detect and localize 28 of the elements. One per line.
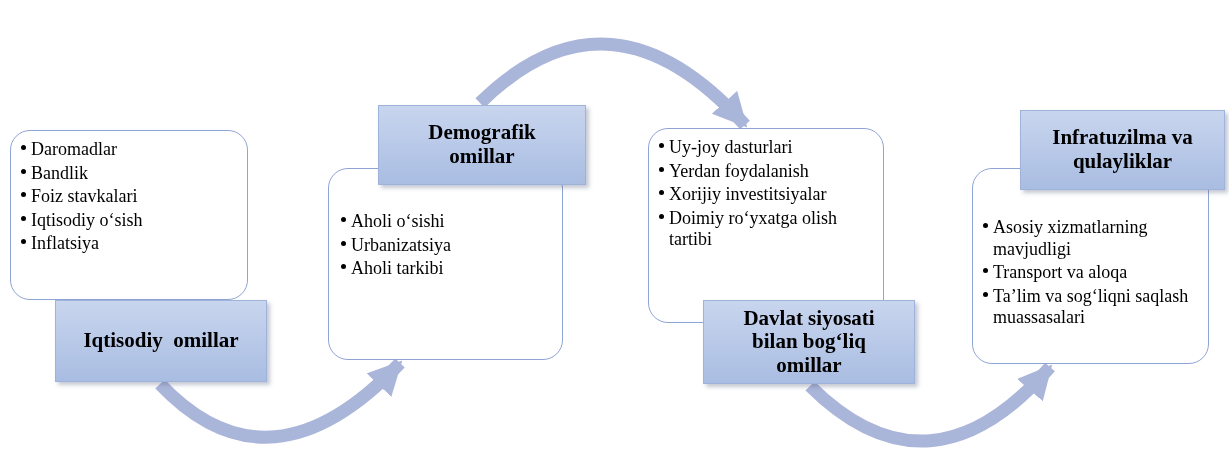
curved-arrow [475, 38, 750, 130]
curved-arrow [155, 358, 405, 444]
bullet-item: Asosiy xizmatlarning mavjudligi [983, 217, 1198, 261]
bullet-item: Doimiy ro‘yxatga olish tartibi [659, 207, 873, 251]
header-text: Davlat siyosati bilan bog‘liq omillar [742, 306, 876, 378]
header-text: Infratuzilma va qulayliklar [1051, 126, 1194, 174]
bullet-item: Daromadlar [21, 139, 237, 161]
bullet-item: Yerdan foydalanish [659, 160, 873, 183]
bullet-item: Aholi o‘sishi [341, 211, 550, 233]
bullet-item: Ta’lim va sog‘liqni saqlash muassasalari [983, 285, 1198, 329]
bullet-item: Uy-joy dasturlari [659, 137, 873, 159]
bullet-item: Xorijiy investitsiyalar [659, 184, 873, 206]
bullet-item: Transport va aloqa [983, 262, 1198, 284]
curved-arrow [805, 362, 1055, 448]
header-box [378, 105, 586, 185]
bullet-item: Aholi tarkibi [341, 258, 550, 280]
bullet-item: Iqtisodiy o‘sish [21, 209, 237, 232]
bullet-list-box [10, 130, 248, 300]
header-box [55, 300, 267, 382]
bullet-item: Foiz stavkalari [21, 186, 237, 208]
header-text: Iqtisodiy omillar [83, 329, 239, 353]
bullet-list-box [328, 168, 563, 360]
bullet-item: Bandlik [21, 162, 237, 185]
header-box [703, 300, 915, 384]
header-text: Demografik omillar [427, 121, 537, 169]
header-box [1020, 110, 1225, 190]
bullet-item: Inflatsiya [21, 233, 237, 255]
bullet-item: Urbanizatsiya [341, 234, 550, 257]
